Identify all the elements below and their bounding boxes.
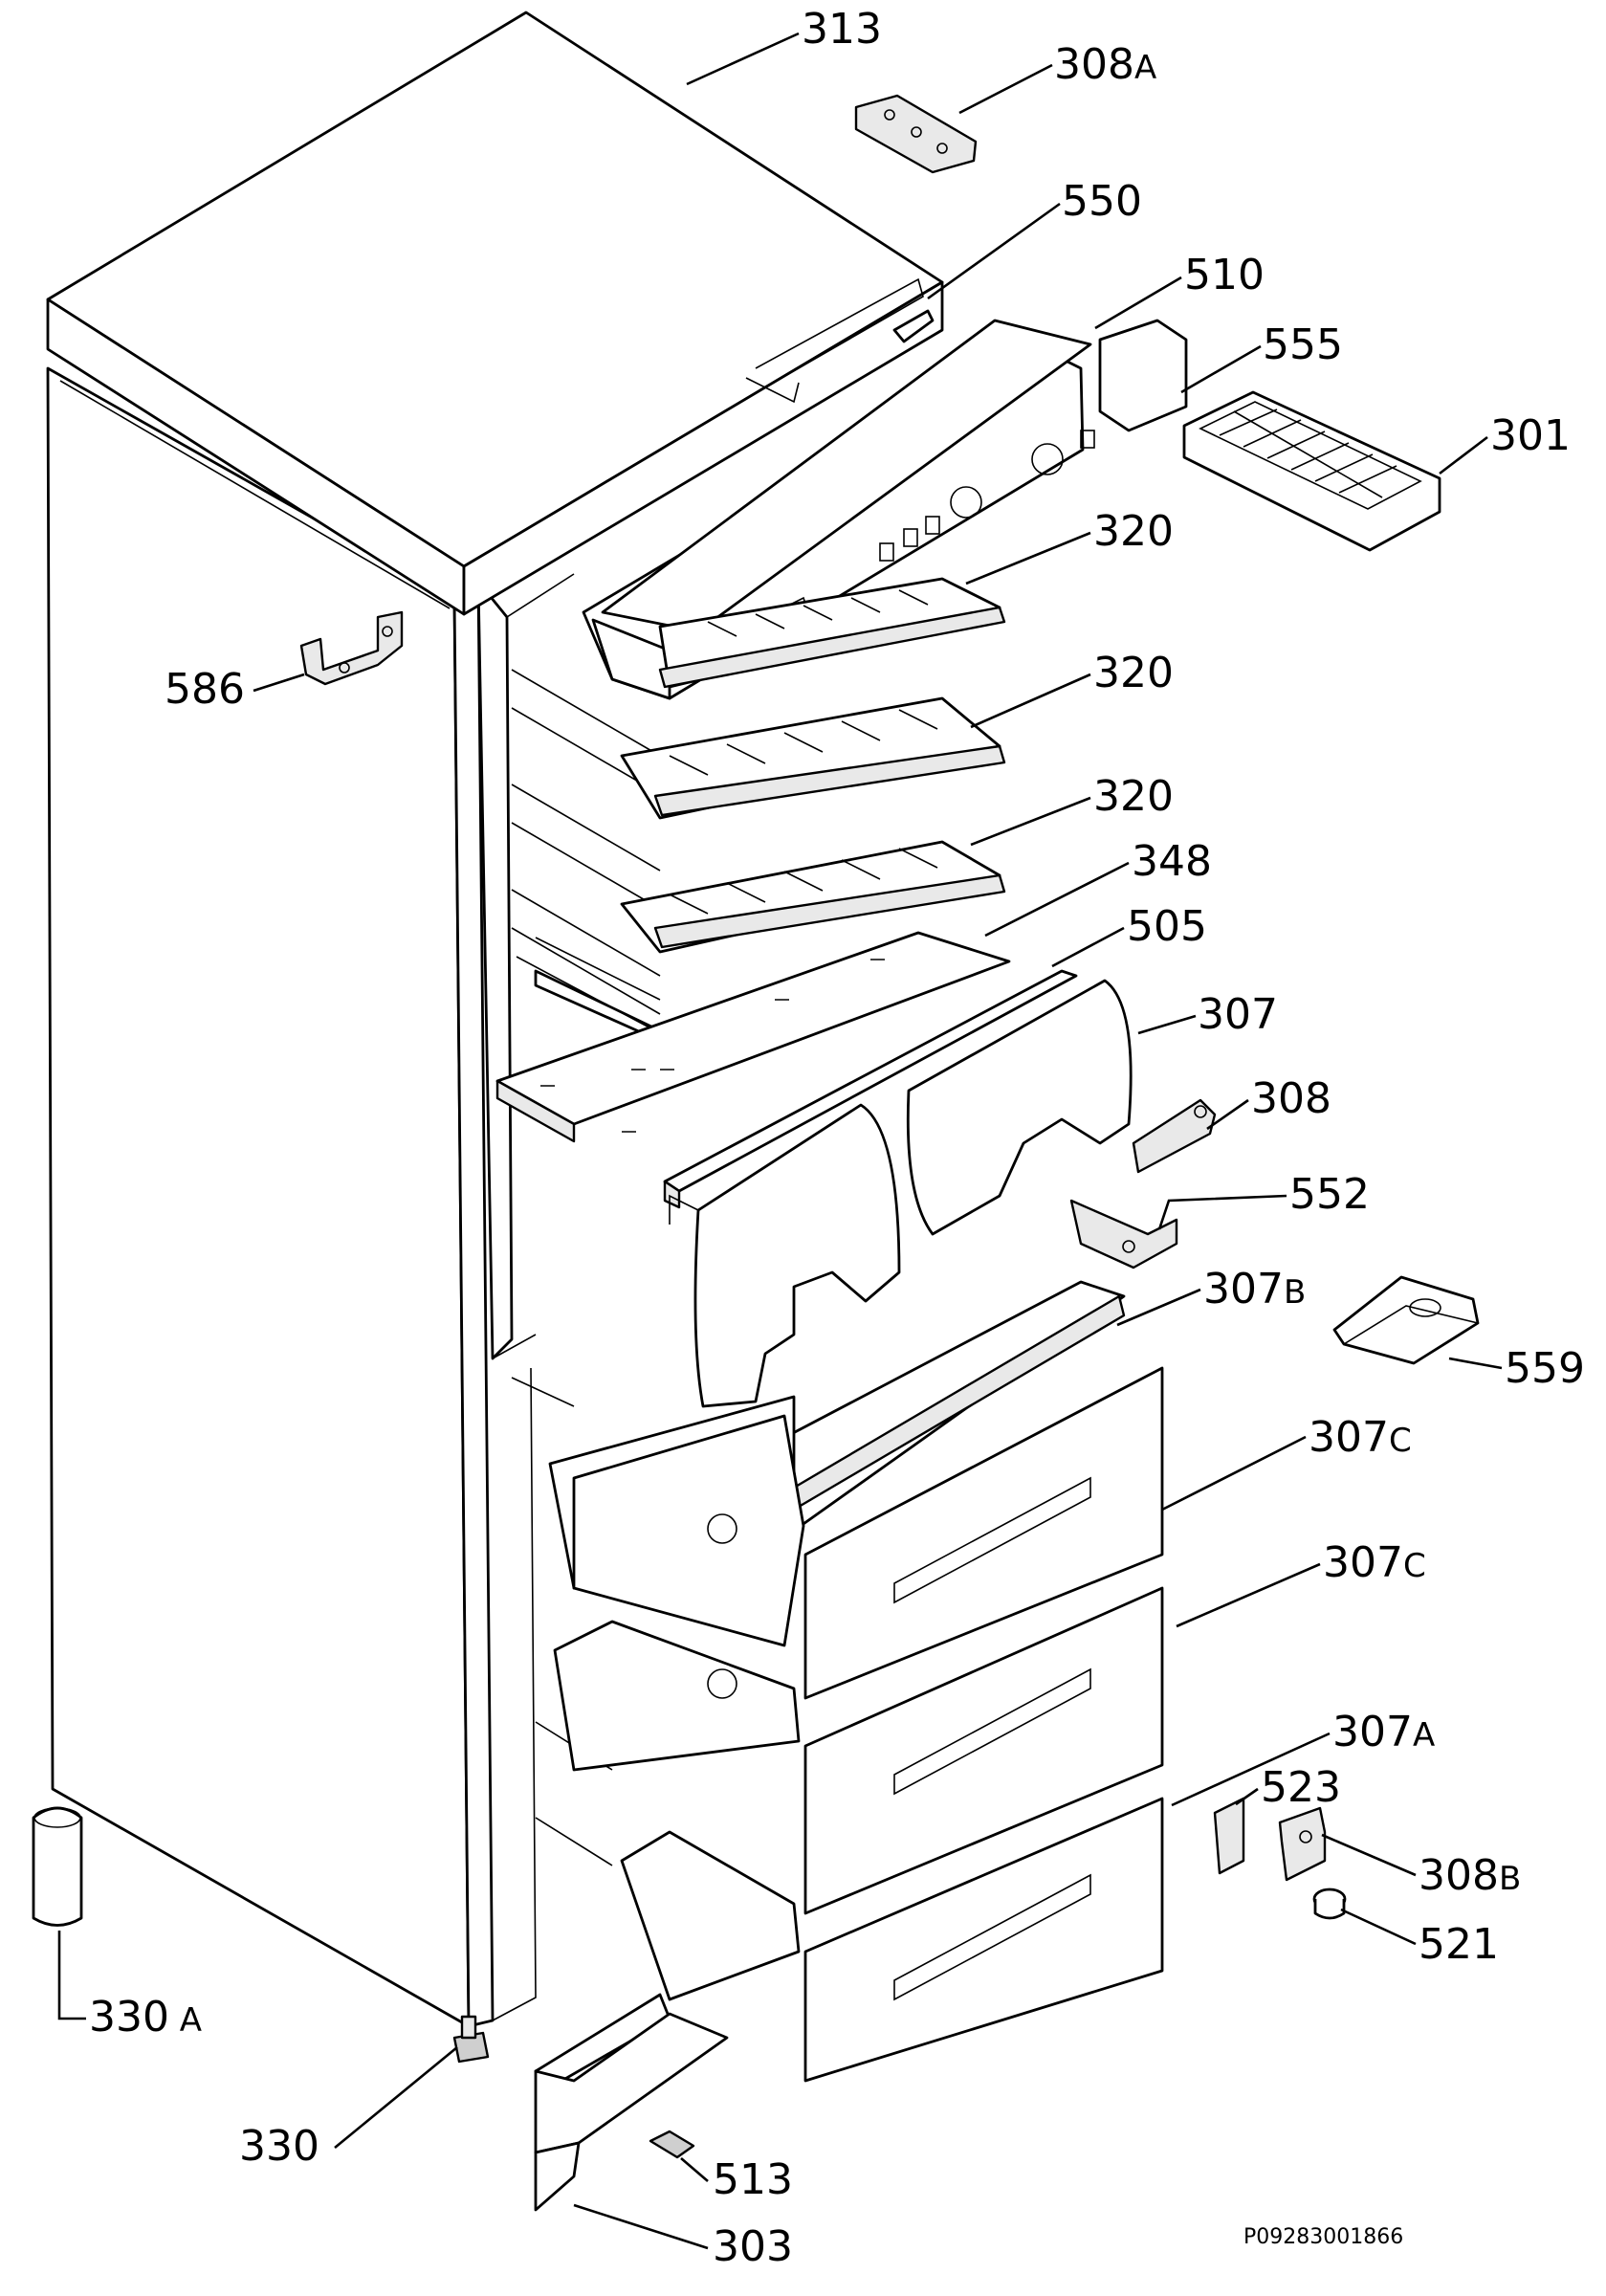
label-307a: 307A <box>1332 1708 1435 1756</box>
cover-559 <box>1332 1275 1480 1365</box>
label-550: 550 <box>1062 177 1142 226</box>
label-308a: 308A <box>1054 40 1156 89</box>
label-330: 330 <box>239 2122 319 2171</box>
hinge-308 <box>1132 1098 1217 1174</box>
ice-tray <box>1182 390 1441 552</box>
cap-521 <box>1312 1888 1347 1920</box>
label-330a: 330 A <box>89 1993 202 2042</box>
freezer-drawer-top <box>548 1366 1164 1700</box>
label-555: 555 <box>1263 320 1343 369</box>
reference-code: P09283001866 <box>1243 2225 1403 2249</box>
label-320-top: 320 <box>1093 507 1174 556</box>
label-307: 307 <box>1198 990 1278 1039</box>
glass-shelf-4 <box>516 937 662 1043</box>
label-301: 301 <box>1490 411 1571 460</box>
label-307c-lower: 307C <box>1323 1538 1426 1587</box>
label-313: 313 <box>802 5 882 54</box>
handle-523 <box>1213 1797 1245 1875</box>
shelf-550 <box>892 309 935 343</box>
divider-505 <box>663 969 1078 1209</box>
freezer-drawer-bottom <box>620 1797 1164 2083</box>
callout-labels: 313 308A 550 510 555 301 320 586 320 320… <box>89 5 1585 2271</box>
leader-lines <box>57 32 1503 2250</box>
top-cover <box>46 11 944 616</box>
label-510: 510 <box>1184 251 1265 299</box>
label-308: 308 <box>1251 1074 1331 1123</box>
label-307b: 307B <box>1203 1265 1306 1314</box>
label-320-middle: 320 <box>1093 649 1174 697</box>
glass-shelf-3 <box>620 840 1006 954</box>
drawer-cover-307b <box>696 1280 1126 1533</box>
label-521: 521 <box>1419 1920 1499 1969</box>
crisper-cover <box>495 931 1011 1143</box>
cabinet-body <box>46 366 661 2028</box>
clip-513 <box>649 2130 695 2159</box>
hinge-308b <box>1278 1806 1327 1882</box>
bracket-552 <box>1069 1199 1178 1269</box>
crisper-drawer-left <box>669 1103 901 1408</box>
control-panel <box>582 319 1188 700</box>
crisper-drawer-right <box>906 979 1133 1236</box>
glass-shelf-2 <box>620 696 1006 820</box>
plinth-303 <box>534 1993 729 2212</box>
label-513: 513 <box>713 2155 793 2204</box>
label-303: 303 <box>713 2222 793 2271</box>
glass-shelf-1 <box>658 577 1006 689</box>
label-320-bottom: 320 <box>1093 772 1174 821</box>
bracket-586 <box>299 610 404 686</box>
label-307c-upper: 307C <box>1309 1413 1412 1462</box>
label-586: 586 <box>165 665 245 714</box>
label-523: 523 <box>1261 1763 1341 1812</box>
label-348: 348 <box>1132 837 1212 886</box>
label-559: 559 <box>1505 1344 1585 1393</box>
label-308b: 308B <box>1419 1851 1521 1900</box>
top-hinge-308a <box>854 94 978 174</box>
foot-330 <box>452 2015 490 2064</box>
label-505: 505 <box>1127 902 1207 951</box>
label-552: 552 <box>1289 1170 1370 1219</box>
freezer-drawer-middle <box>553 1586 1164 1915</box>
foot-330a <box>32 1806 83 1927</box>
